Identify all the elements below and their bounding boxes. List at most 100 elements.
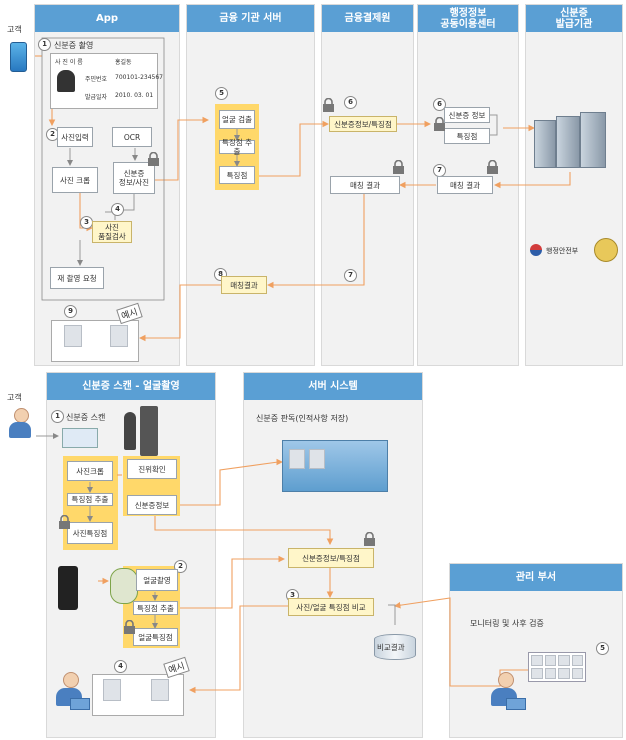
id-feature-server-box: 신분증정보/특징점 [288,548,374,568]
lock-icon-server [363,531,376,547]
building-2 [556,116,580,168]
monitor-thumb [558,668,570,679]
id-info-photo-box: 신분증 정보/사진 [113,162,155,194]
database-icon [374,630,416,660]
feature-center-box: 특징점 [444,128,490,144]
admin-head [498,672,514,688]
lock-icon-center-result [486,159,499,175]
id-info-photo-line1: 신분증 [123,169,145,178]
id-feature-clearing-box: 신분증정보/특징점 [329,116,397,132]
result-example-panel [51,320,139,362]
step-4-badge-scan: 4 [114,660,127,673]
mgmt-lane-header: 관리 부서 [450,564,622,591]
id-info-photo-line2: 정보/사진 [118,178,150,187]
step-5-badge: 5 [215,87,228,100]
id-capture-title: 신분증 촬영 [54,41,94,50]
step-1-badge-scan: 1 [51,410,64,423]
step-9-badge: 9 [64,305,77,318]
match-result-center-box: 매칭 결과 [437,176,493,194]
face-feature-box: 얼굴특징점 [133,628,178,646]
lock-icon-center [433,116,446,132]
id-photo-icon [57,70,75,92]
center-lane-header: 행정정보 공동이용센터 [418,5,518,32]
feature-box: 특징점 [219,166,255,184]
admin-user-icon [488,672,526,712]
customer-label-bottom: 고객 [7,393,22,402]
face-photo-right-scan [151,679,169,701]
face-scanner-icon [58,566,78,610]
lock-icon-scan-photo [58,514,71,530]
step-7-badge-clearing: 7 [344,269,357,282]
building-3 [580,112,606,168]
police-emblem-icon [594,238,618,262]
lock-icon-clearing-result [392,159,405,175]
face-photo-left [64,325,82,347]
match-result-fin-box: 매칭결과 [221,276,267,294]
step-2-badge: 2 [46,128,59,141]
issuer-lane: 신분증 발급기관 [525,4,623,366]
compare-result-label: 비교결과 [377,643,405,652]
face-photo-right [110,325,128,347]
id-info-scan-box: 신분증정보 [127,495,177,515]
step-1-badge: 1 [38,38,51,51]
match-result-clearing-box: 매칭 결과 [330,176,400,194]
kiosk-user-icon [124,412,136,450]
id-card-face-1 [289,449,305,469]
photo-input-box: 사진입력 [57,127,93,147]
id-card-face-2 [309,449,325,469]
face-photo-left-scan [103,679,121,701]
kiosk-icon [140,406,158,456]
quality-check-line1: 사진 [105,223,119,232]
monitor-thumb [544,655,556,666]
id-card-date-label: 발급일자 [85,94,108,101]
feature-extract-box: 특징점 추출 [219,138,255,156]
center-header-line2: 공동이용센터 [440,18,496,30]
photo-feature-box: 사진특징점 [67,522,113,544]
app-lane-header: App [35,5,179,32]
step-6-badge-center: 6 [433,98,446,111]
agent-user-icon [54,672,90,712]
clearing-lane-header: 금융결제원 [322,5,413,32]
monitor-thumb [544,668,556,679]
id-card-scan-icon [62,428,98,448]
customer-label-top: 고객 [7,25,22,34]
id-judge-label: 신분증 판독(인적사항 저장) [256,414,349,423]
photo-crop-box: 사진 크롭 [52,167,98,193]
admin-laptop-icon [506,698,526,710]
step-4-badge: 4 [111,203,124,216]
photo-crop-scan-box: 사진크롭 [67,461,113,481]
feature-extract-scan-box: 특징점 추출 [67,493,113,506]
id-card-image [282,440,388,492]
lock-icon-app [147,151,160,167]
compare-box: 사진/얼굴 특징점 비교 [288,598,374,616]
id-card-rrn-value: 700101-234567 [115,74,163,81]
quality-check-box: 사진 품질검사 [92,221,132,243]
id-card-date-value: 2010. 03. 01 [115,92,154,99]
id-card-name-value: 홍길동 [115,59,132,66]
ministry-name: 행정안전부 [546,247,579,255]
monitor-thumb [571,655,583,666]
center-header-line1: 행정정보 [449,7,487,19]
ministry-logo-icon [530,244,542,256]
lock-icon-clearing [322,97,335,113]
face-capture-box: 얼굴촬영 [136,569,178,591]
monitor-thumb [571,668,583,679]
issuer-header-line1: 신분증 [560,7,588,19]
step-5-badge-mgmt: 5 [596,642,609,655]
agent-head [63,672,79,688]
id-card-rrn-label: 주민번호 [85,76,108,83]
user-body [9,422,31,438]
ocr-box: OCR [112,127,152,147]
smartphone-icon [10,42,27,72]
step-6-badge-clearing: 6 [344,96,357,109]
user-icon [8,408,32,440]
id-card-name-label: 사 진 이 름 [55,59,83,66]
result-example-panel-scan [92,674,184,716]
id-info-center-box: 신분증 정보 [444,107,490,123]
retake-request-box: 재 촬영 요청 [50,267,104,289]
monitor-thumb [531,668,543,679]
server-lane-header: 서버 시스템 [244,373,422,400]
lock-icon-scan-face [123,619,136,635]
scan-lane-header: 신분증 스캔 - 얼굴촬영 [47,373,215,400]
database-body [374,634,416,660]
